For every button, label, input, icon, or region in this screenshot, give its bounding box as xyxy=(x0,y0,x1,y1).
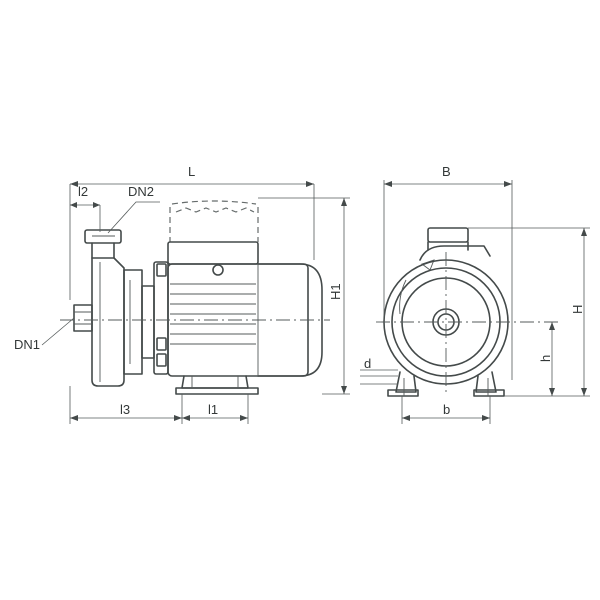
label-DN1: DN1 xyxy=(14,337,40,352)
dim-H1 xyxy=(258,197,350,395)
dim-L xyxy=(69,181,315,300)
coupling xyxy=(153,261,169,375)
front-view xyxy=(360,180,590,424)
suction-inlet xyxy=(73,304,93,332)
motor-body xyxy=(167,241,323,377)
label-H: H xyxy=(570,305,585,314)
side-view xyxy=(41,181,350,424)
dim-d xyxy=(360,369,398,385)
label-L: L xyxy=(188,164,195,179)
dim-l3-l1 xyxy=(69,386,249,424)
label-b: b xyxy=(443,402,450,417)
pump-casing xyxy=(91,257,155,387)
dashed-terminal-box xyxy=(169,200,259,242)
label-l2: l2 xyxy=(78,184,88,199)
front-feet xyxy=(387,371,505,397)
leader-DN2 xyxy=(107,201,160,234)
label-d: d xyxy=(364,356,371,371)
label-DN2: DN2 xyxy=(128,184,154,199)
label-h: h xyxy=(538,355,553,362)
dimension-labels: L l2 DN2 DN1 H1 l3 l1 B H h d b xyxy=(14,164,585,417)
dim-b xyxy=(401,396,491,424)
label-B: B xyxy=(442,164,451,179)
discharge-flange xyxy=(84,229,122,259)
label-l3: l3 xyxy=(120,402,130,417)
front-discharge xyxy=(419,227,491,271)
leader-DN1 xyxy=(41,317,75,346)
casing-contour xyxy=(399,279,407,315)
motor-foot xyxy=(175,375,259,395)
dim-h xyxy=(549,322,555,396)
dim-l2 xyxy=(70,202,101,232)
dim-H xyxy=(468,227,590,397)
label-H1: H1 xyxy=(328,283,343,300)
dim-B xyxy=(383,180,513,380)
label-l1: l1 xyxy=(208,402,218,417)
